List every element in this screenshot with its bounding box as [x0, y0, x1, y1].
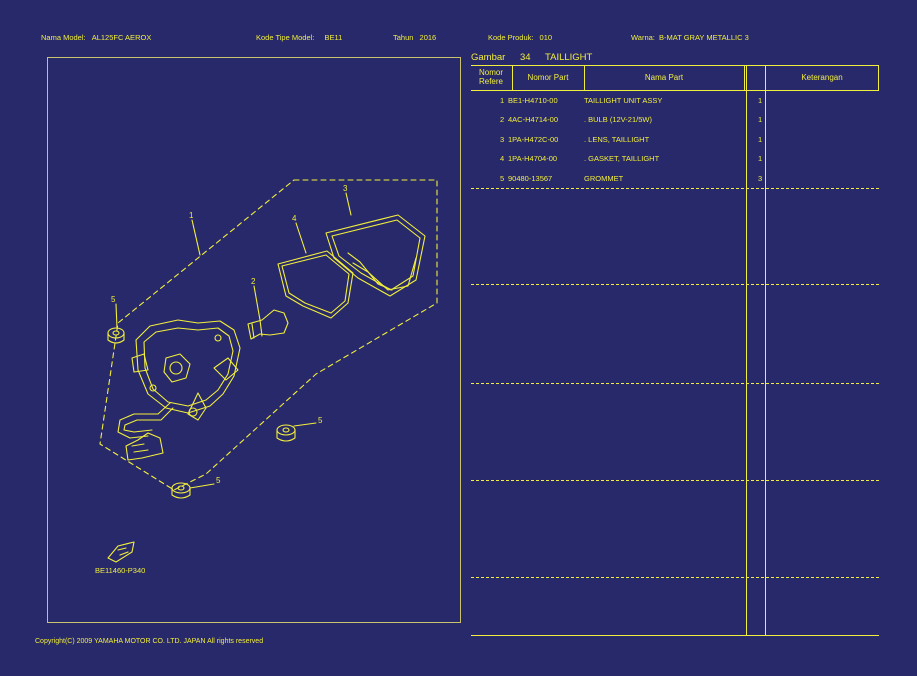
year-value: 2016: [419, 33, 437, 42]
parts-table: Nomor Refere Nomor Part Nama Part Ketera…: [471, 65, 879, 637]
header-color: Warna: B-MAT GRAY METALLIC 3: [631, 33, 749, 42]
group-divider: [471, 577, 879, 578]
callout-5-right: 5: [318, 416, 323, 425]
row-ref: 5: [500, 174, 505, 183]
table-top-border: [471, 65, 879, 66]
group-divider: [471, 188, 879, 189]
copyright-text: Copyright(C) 2009 YAMAHA MOTOR CO. LTD. …: [35, 638, 264, 645]
row-part-name: . GASKET, TAILLIGHT: [584, 154, 660, 163]
row-qty: 1: [758, 115, 763, 124]
diagram-code: BE11460-P340: [95, 566, 146, 575]
row-part-name: . LENS, TAILLIGHT: [584, 135, 650, 144]
leader-line-1: [191, 219, 201, 256]
col-divider-qty-left: [746, 65, 747, 635]
lens-taillight-part: [325, 214, 426, 297]
leader-line-5a: [115, 303, 118, 329]
grommet-bottom: [171, 482, 191, 499]
leader-line-2: [253, 285, 261, 321]
row-part-no: 1PA-H472C-00: [508, 135, 559, 144]
assembly-outline: [99, 179, 438, 491]
figure-number: 34: [519, 52, 531, 63]
table-row[interactable]: 1 BE1-H4710-00 TAILLIGHT UNIT ASSY 1: [471, 96, 879, 108]
row-ref: 3: [500, 135, 505, 144]
table-row[interactable]: 2 4AC-H4714-00 . BULB (12V-21/5W) 1: [471, 115, 879, 127]
row-part-name: . BULB (12V-21/5W): [584, 115, 652, 124]
header-ref: Nomor Refere: [478, 68, 503, 86]
row-part-name: TAILLIGHT UNIT ASSY: [584, 96, 663, 105]
grommet-right: [276, 424, 296, 442]
figure-name: TAILLIGHT: [545, 52, 593, 63]
table-bottom-border: [471, 635, 879, 636]
callout-5-top: 5: [111, 295, 116, 304]
row-ref: 2: [500, 115, 505, 124]
row-part-no: BE1-H4710-00: [508, 96, 558, 105]
row-qty: 1: [758, 154, 763, 163]
row-part-no: 4AC-H4714-00: [508, 115, 559, 124]
year-label: Tahun: [393, 33, 414, 42]
callout-2: 2: [251, 277, 256, 286]
gambar-label: Gambar: [471, 52, 506, 63]
header-model-type: Kode Tipe Model: BE11: [256, 33, 342, 42]
front-arrow-icon: [107, 541, 135, 563]
bulb-part: [247, 309, 289, 340]
col-divider-2: [584, 65, 585, 90]
exploded-diagram-frame: 1 2 3 4 5 5 5 BE11460-P340: [47, 57, 461, 623]
leader-line-5b: [293, 422, 317, 427]
table-row[interactable]: 5 90480-13567 GROMMET 3: [471, 174, 879, 186]
row-ref: 4: [500, 154, 505, 163]
leader-line-4: [295, 222, 307, 254]
leader-line-5c: [189, 483, 215, 489]
header-part-name: Nama Part: [644, 73, 684, 82]
row-part-no: 1PA-H4704-00: [508, 154, 558, 163]
taillight-housing-part: [117, 319, 241, 461]
product-code-value: 010: [539, 33, 553, 42]
callout-1: 1: [189, 211, 194, 220]
col-divider-qty-right: [765, 65, 766, 635]
row-qty: 1: [758, 135, 763, 144]
figure-title: Gambar 34 TAILLIGHT: [471, 52, 604, 63]
col-divider-3: [744, 65, 745, 90]
group-divider: [471, 383, 879, 384]
table-row[interactable]: 3 1PA-H472C-00 . LENS, TAILLIGHT 1: [471, 135, 879, 147]
callout-4: 4: [292, 214, 297, 223]
color-label: Warna:: [631, 33, 655, 42]
model-name-label: Nama Model:: [41, 33, 86, 42]
callout-5-bottom: 5: [216, 476, 221, 485]
header-model-name: Nama Model: AL125FC AEROX: [41, 33, 151, 42]
color-value: B-MAT GRAY METALLIC 3: [659, 33, 749, 42]
header-year: Tahun 2016: [393, 33, 436, 42]
row-part-no: 90480-13567: [508, 174, 553, 183]
row-part-name: GROMMET: [584, 174, 624, 183]
product-code-label: Kode Produk:: [488, 33, 534, 42]
header-remarks: Keterangan: [801, 73, 843, 82]
gasket-taillight-part: [277, 250, 354, 319]
group-divider: [471, 284, 879, 285]
model-name-value: AL125FC AEROX: [91, 33, 152, 42]
col-divider-end: [878, 65, 879, 90]
model-type-value: BE11: [324, 33, 343, 42]
col-divider-1: [512, 65, 513, 90]
taillight-exploded-diagram: [99, 179, 438, 563]
row-ref: 1: [500, 96, 505, 105]
model-type-label: Kode Tipe Model:: [256, 33, 315, 42]
row-qty: 1: [758, 96, 763, 105]
table-header-border: [471, 90, 879, 91]
table-row[interactable]: 4 1PA-H4704-00 . GASKET, TAILLIGHT 1: [471, 154, 879, 166]
callout-3: 3: [343, 184, 348, 193]
grommet-top: [107, 327, 125, 344]
header-product-code: Kode Produk: 010: [488, 33, 552, 42]
row-qty: 3: [758, 174, 763, 183]
leader-line-3: [345, 192, 352, 216]
header-part-no: Nomor Part: [527, 73, 569, 82]
group-divider: [471, 480, 879, 481]
